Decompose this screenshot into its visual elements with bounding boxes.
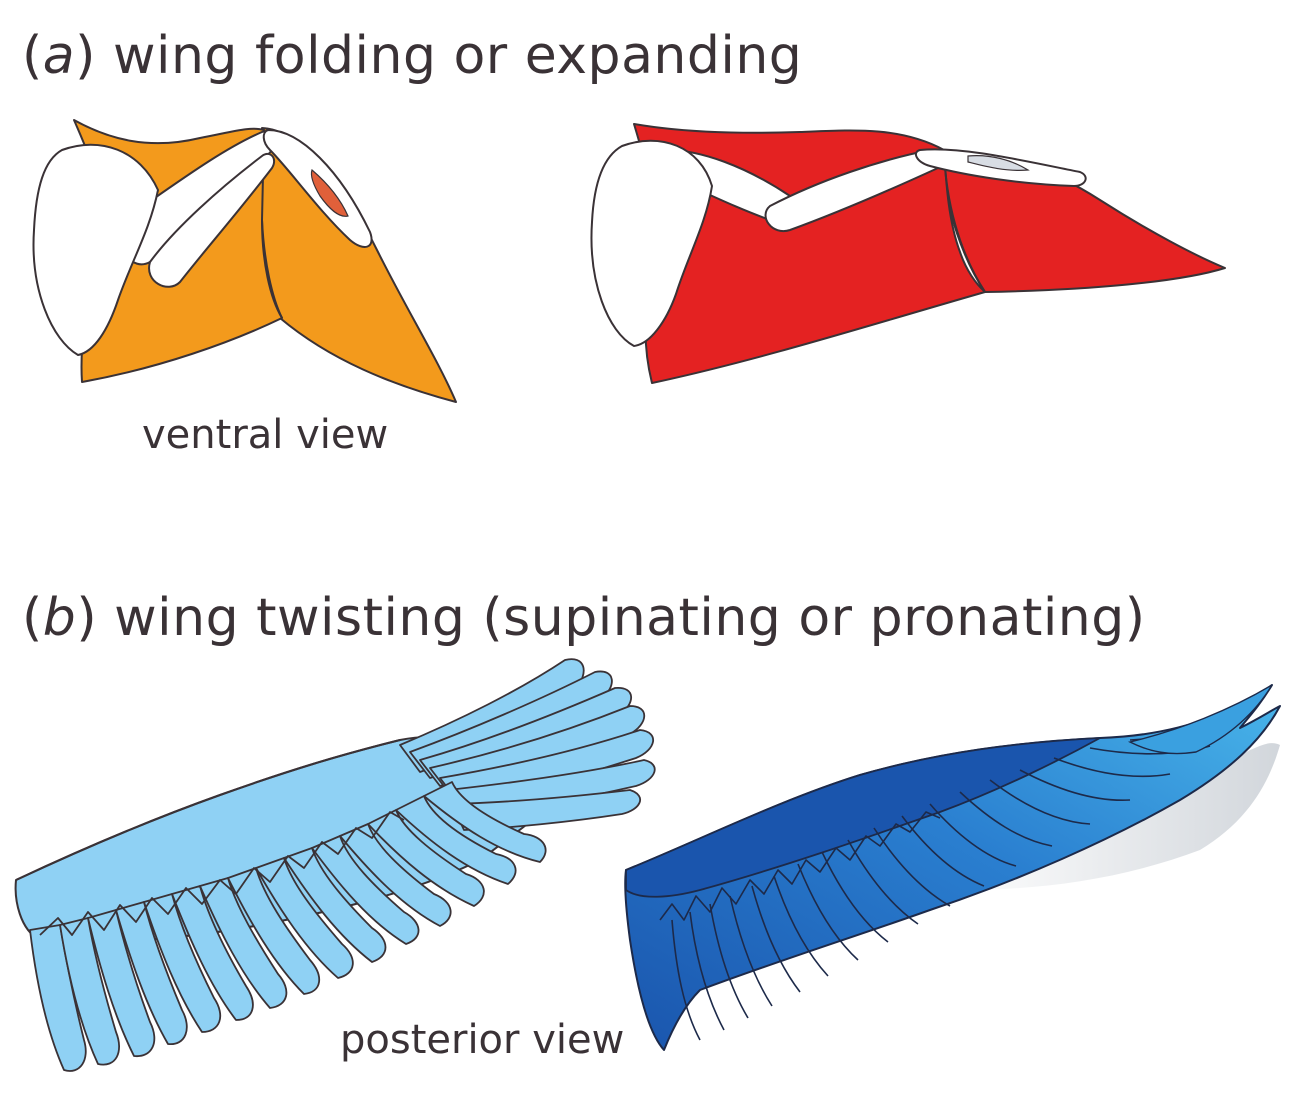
panel-a-title: wing folding or expanding: [95, 26, 803, 86]
expanded-wing: [590, 123, 1226, 384]
untwisted-wing: [14, 658, 656, 1072]
folded-wing-muscle: [310, 168, 349, 217]
untwisted-wing-leading-edge: [15, 739, 401, 881]
twisted-wing: [624, 684, 1281, 1051]
expanded-wing-muscle: [967, 155, 1030, 171]
folded-wing-hand-bone: [148, 152, 276, 288]
folded-wing-crease: [261, 219, 283, 319]
untwisted-wing-covert-edge: [39, 811, 405, 936]
panel-b-close-paren: ): [76, 588, 98, 648]
twisted-wing-covert-edge: [659, 811, 941, 921]
expanded-wing-shoulder: [590, 139, 714, 348]
panel-b-letter: b: [42, 588, 77, 648]
twisted-wing-coverts: [625, 737, 1101, 898]
untwisted-wing-primary-feathers: [399, 658, 656, 831]
panel-b-open-paren: (: [22, 588, 43, 648]
panel-a-letter: a: [42, 26, 76, 86]
panel-a-close-paren: ): [75, 26, 96, 86]
panel-a-caption: ventral view: [142, 412, 389, 458]
panel-a-open-paren: (: [22, 26, 43, 86]
folded-wing-shoulder: [32, 143, 160, 357]
panel-b-title: wing twisting (supinating or pronating): [97, 588, 1146, 648]
untwisted-wing-secondary-feathers: [29, 781, 547, 1072]
folded-wing: [32, 119, 457, 403]
panel-a-heading: (a) wing folding or expanding: [22, 30, 802, 82]
panel-b-heading: (b) wing twisting (supinating or pronati…: [22, 592, 1146, 644]
twisted-wing-feathers: [671, 715, 1241, 1041]
panel-b-caption: posterior view: [340, 1017, 625, 1063]
twisted-wing-tip-highlight: [1127, 684, 1273, 755]
